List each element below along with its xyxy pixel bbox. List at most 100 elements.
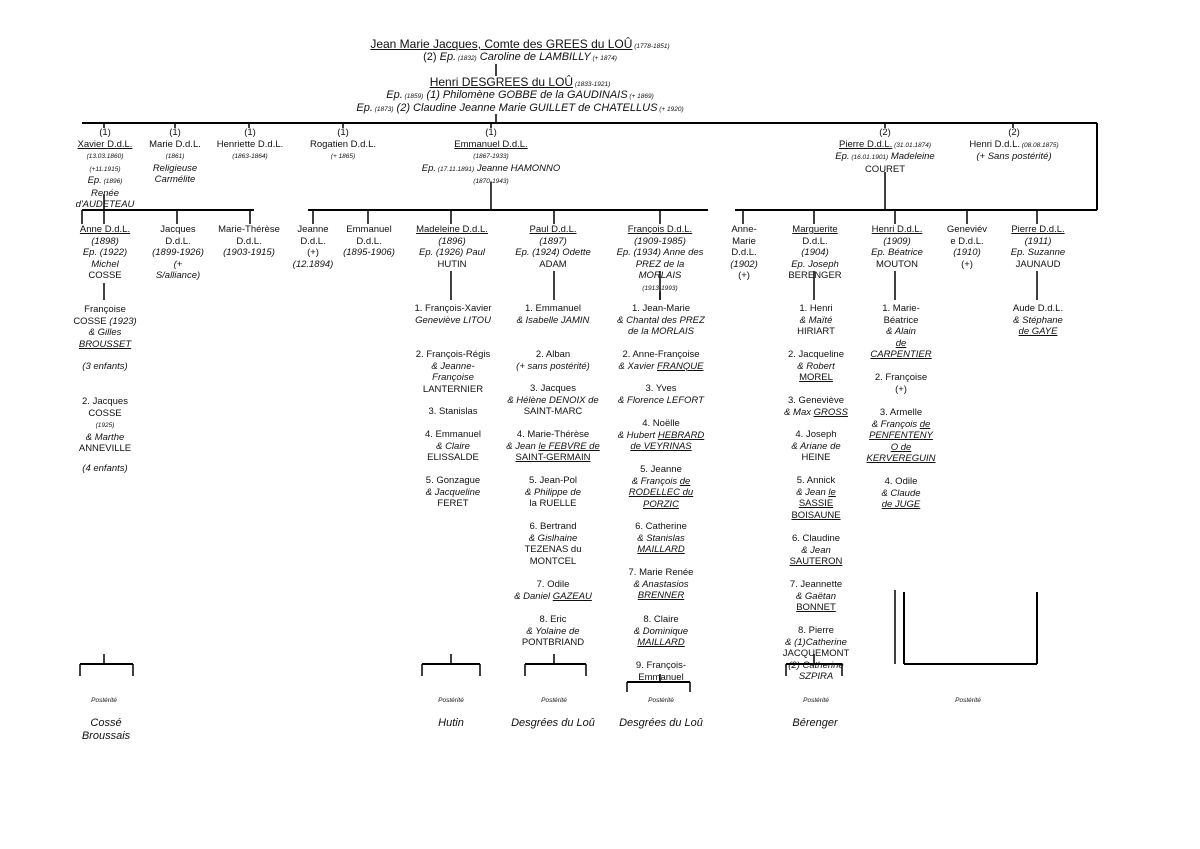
text-line: KERVEREGUIN: [855, 453, 947, 465]
text-line: (1870-1943): [405, 175, 577, 188]
text-segment: BOISAUNE: [791, 509, 841, 521]
text-segment: (+ 1920): [657, 106, 684, 113]
text-segment: 5. Jean-Pol: [528, 475, 578, 486]
text-line: (1909): [858, 236, 936, 248]
patriarch-name: Jean Marie Jacques, Comte des GREES du L…: [300, 37, 740, 54]
text-segment: 8. Pierre: [798, 625, 834, 636]
text-segment: D.d.L.: [802, 235, 828, 247]
text-segment: MOUTON: [875, 258, 919, 270]
text-segment: (1867-1933): [473, 153, 509, 160]
text-line: BROUSSET: [65, 339, 145, 351]
text-line: François D.d.L.: [610, 224, 710, 236]
text-segment: Rogatien D.d.L.: [309, 138, 376, 150]
text-line: 5. Gonzague: [394, 475, 512, 487]
text-line: (1): [70, 127, 140, 139]
text-segment: Emmanuel: [346, 224, 392, 235]
text-line: (2): [820, 127, 950, 139]
text-line: 3. Jacques: [500, 383, 606, 395]
text-line: & Jean le FEBVRE de: [500, 441, 606, 453]
text-segment: 4. Odile: [884, 476, 918, 487]
text-line: de: [855, 338, 947, 350]
text-line: SZPIRA: [770, 671, 862, 683]
text-segment: 2. Alban: [535, 349, 571, 360]
text-segment: & Isabelle JAMIN: [516, 314, 590, 326]
text-line: COSSE (1923): [65, 316, 145, 328]
text-line: & Stanislas: [608, 533, 714, 545]
madeleine-child-3: 3. Stanislas: [394, 406, 512, 418]
text-segment: & François: [631, 475, 680, 487]
text-line: & Jean: [770, 545, 862, 557]
text-line: Henriette D.d.L.: [210, 139, 290, 151]
text-line: (1): [210, 127, 290, 139]
text-segment: & Stéphane: [1013, 314, 1063, 326]
text-line: Emmanuel D.d.L.: [405, 139, 577, 151]
text-segment: COSSE: [73, 315, 107, 327]
text-line: 1. Henri: [770, 303, 862, 315]
text-segment: Emmanuel: [638, 671, 684, 683]
text-segment: 4. Joseph: [795, 429, 837, 440]
text-segment: 5. Gonzague: [425, 475, 481, 486]
text-line: D.d.L.: [340, 236, 398, 248]
text-line: ANNEVILLE: [65, 443, 145, 455]
text-line: 7. Jeannette: [770, 579, 862, 591]
text-segment: de: [895, 337, 907, 349]
text-segment: (2): [879, 127, 891, 138]
text-segment: Ep.: [82, 247, 98, 258]
text-segment: (2): [423, 51, 440, 63]
text-segment: Carmélite: [154, 174, 196, 185]
text-line: 2. François-Régis: [394, 349, 512, 361]
text-segment: (2): [1008, 127, 1020, 138]
text-line: Madeleine D.d.L.: [405, 224, 499, 236]
text-line: & Claire: [394, 441, 512, 453]
text-line: 3. Geneviève: [770, 395, 862, 407]
text-line: Ep. (16.01.1901) Madeleine: [820, 151, 950, 164]
text-line: JACQUEMONT: [770, 648, 862, 660]
text-segment: & Max: [784, 406, 814, 418]
text-line: (3 enfants): [65, 361, 145, 373]
text-segment: COSSE: [88, 407, 122, 419]
text-line: 8. Eric: [500, 614, 606, 626]
text-line: (1896): [405, 236, 499, 248]
text-segment: d'AUDETEAU: [75, 199, 135, 210]
text-segment: (1873): [372, 106, 394, 113]
text-line: Ep. Joseph: [775, 259, 855, 271]
text-segment: & Yolaine de: [526, 625, 580, 637]
text-segment: (1899-1926): [152, 247, 204, 258]
text-segment: e D.d.L.: [950, 235, 984, 247]
text-segment: BROUSSET: [78, 338, 132, 350]
text-segment: D.d.L.: [165, 235, 191, 247]
text-segment: Françoise: [84, 304, 126, 315]
text-segment: (1896): [438, 235, 466, 247]
text-line: (12.1894): [285, 259, 341, 271]
text-line: de la MORLAIS: [608, 326, 714, 338]
text-segment: Religieuse: [152, 162, 198, 174]
text-line: 1. Marie-: [855, 303, 947, 315]
text-line: & Ariane de: [770, 441, 862, 453]
text-segment: & Hélène DENOIX de: [507, 394, 599, 406]
text-line: & Alain: [855, 326, 947, 338]
text-segment: D.d.L.: [236, 235, 262, 247]
text-line: Renée: [70, 188, 140, 200]
text-line: 8. Claire: [608, 614, 714, 626]
text-segment: (1934) Anne des: [630, 247, 704, 258]
text-segment: (1924) Odette: [529, 247, 591, 258]
text-line: Michel: [72, 259, 138, 271]
text-segment: Michel: [91, 258, 119, 270]
text-line: Ep. (17.11.1891) Jeanne HAMONNO: [405, 163, 577, 176]
text-segment: 7. Jeannette: [789, 579, 843, 590]
text-segment: Pierre D.d.L.: [839, 138, 893, 150]
text-segment: Marie D.d.L.: [149, 138, 201, 150]
text-segment: (31.01.1874): [892, 141, 931, 149]
text-line: SAINT-MARC: [500, 406, 606, 418]
text-segment: (+ sans postérité): [516, 360, 590, 372]
text-line: Ep. (1924) Odette: [508, 247, 598, 259]
text-segment: (+ Sans postérité): [976, 151, 1052, 162]
text-line: BRENNER: [608, 590, 714, 602]
text-line: CARPENTIER: [855, 349, 947, 361]
